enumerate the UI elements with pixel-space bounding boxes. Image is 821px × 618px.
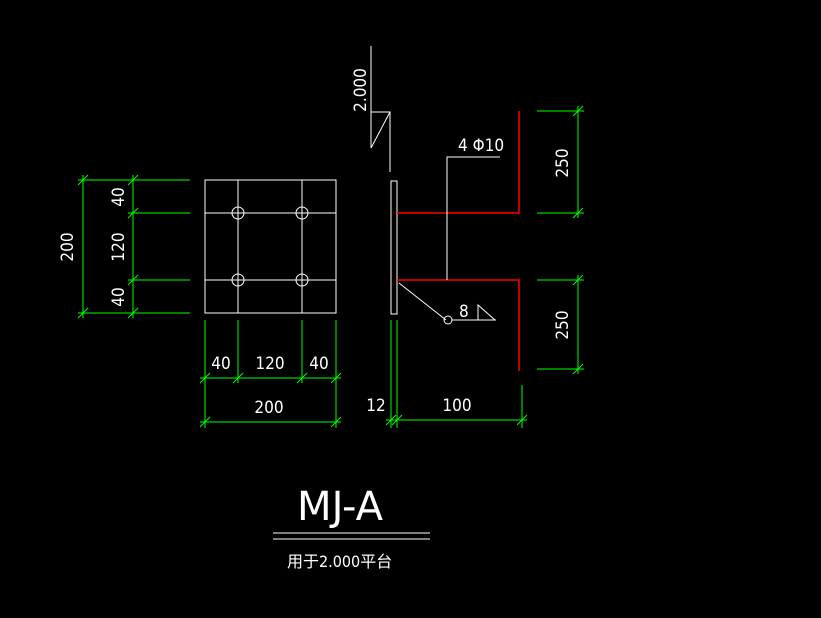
anchor-bar-lower [397, 279, 520, 371]
dim-label-plate-width: 200 [254, 398, 283, 418]
tick [77, 174, 89, 186]
bottom-dimensions: 40 120 40 200 [199, 320, 342, 428]
fillet-weld-symbol [477, 303, 496, 321]
section-dimensions: 12 100 250 250 [366, 105, 584, 428]
tick [330, 372, 342, 384]
drawing-title: MJ-A [297, 484, 384, 530]
tick [385, 414, 397, 426]
dim-label-anchor-lower: 250 [553, 310, 573, 339]
plate-section-view: 2.000 4 Φ10 8 [351, 46, 520, 371]
tick [199, 372, 211, 384]
plate-outline [204, 179, 337, 314]
anchor-bar-upper [397, 111, 520, 214]
tick [572, 363, 584, 375]
weld-size-label: 8 [459, 302, 469, 322]
dim-label-plate-height: 200 [58, 232, 78, 261]
tick [572, 274, 584, 286]
tick [391, 414, 403, 426]
dim-label-plate-thickness: 12 [366, 396, 385, 416]
bolt-hole [295, 273, 309, 287]
dim-label-anchor-upper: 250 [553, 148, 573, 177]
tick [127, 307, 139, 319]
tick [572, 105, 584, 117]
tick [199, 416, 211, 428]
dim-label-bolt-spacing-h: 120 [255, 354, 284, 374]
dim-label-anchor-length: 100 [442, 396, 471, 416]
plate-section [390, 180, 398, 315]
dim-label-edge-top: 40 [109, 187, 129, 206]
dim-label-edge-right: 40 [309, 354, 328, 374]
bolt-hole [231, 273, 245, 287]
rebar-label: 4 Φ10 [458, 136, 504, 156]
plate-front-view [204, 179, 337, 314]
dim-label-edge-left: 40 [211, 354, 230, 374]
drawing-subtitle: 用于2.000平台 [287, 552, 392, 571]
tick [232, 372, 244, 384]
tick [127, 174, 139, 186]
weld-leader [398, 282, 447, 321]
tick [127, 207, 139, 219]
elevation-triangle [370, 111, 391, 172]
left-dimensions: 200 40 120 40 [58, 174, 190, 319]
dim-label-edge-bottom: 40 [109, 287, 129, 306]
dim-label-bolt-spacing-v: 120 [109, 232, 129, 261]
tick [572, 207, 584, 219]
tick [296, 372, 308, 384]
tick [330, 416, 342, 428]
title-block: MJ-A 用于2.000平台 [273, 484, 430, 571]
bolt-hole [231, 206, 245, 220]
tick [516, 414, 528, 426]
tick [127, 274, 139, 286]
bolt-hole [295, 206, 309, 220]
rebar-leader [446, 156, 500, 280]
tick [77, 307, 89, 319]
elevation-label: 2.000 [351, 68, 371, 112]
